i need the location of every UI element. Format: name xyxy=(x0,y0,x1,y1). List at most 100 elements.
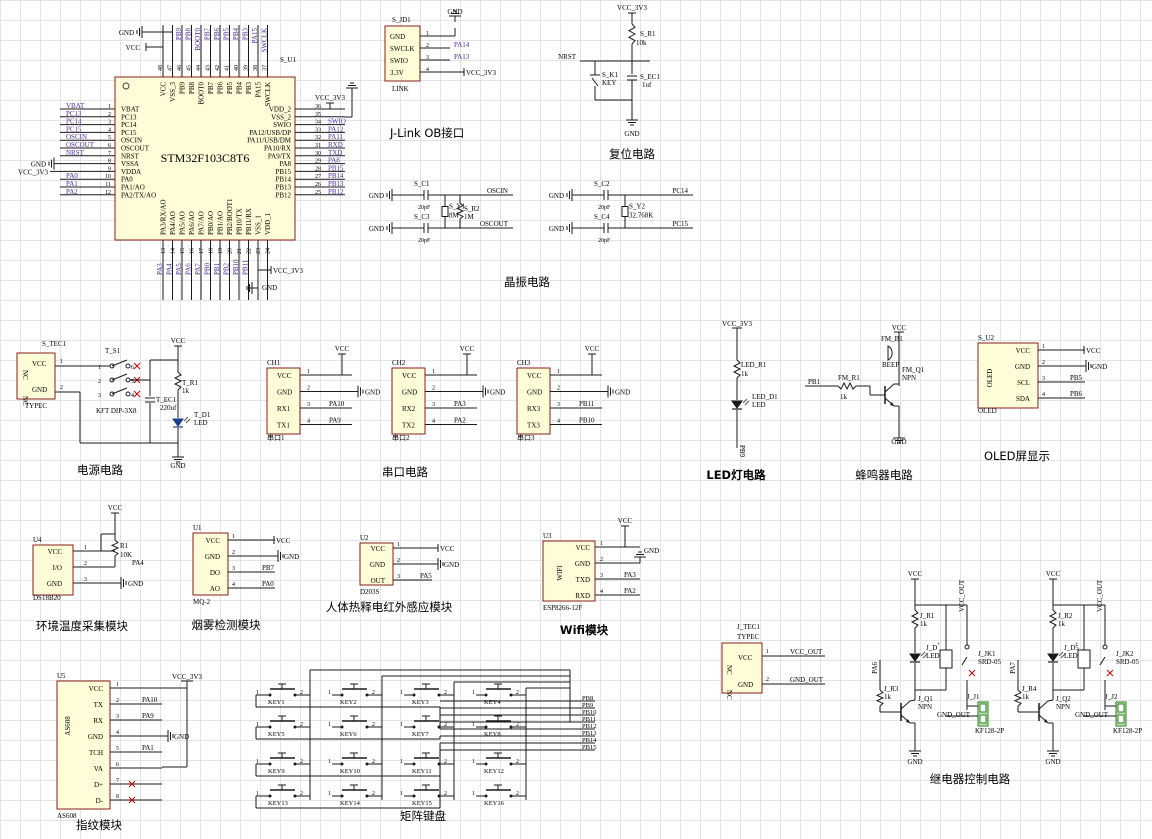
ground-symbol xyxy=(352,385,364,398)
label: U1 xyxy=(193,524,202,532)
pin-name: SWIO xyxy=(273,121,291,129)
label: T_EC1 xyxy=(156,396,177,404)
key-contact xyxy=(484,762,488,766)
label: GND xyxy=(1015,363,1030,371)
label: VCC_3V3 xyxy=(172,673,202,681)
label: VCC xyxy=(1016,347,1031,355)
ground-symbol xyxy=(602,385,614,398)
power-symbol: VCC xyxy=(335,345,350,360)
label: 1k xyxy=(884,693,892,701)
label: S_TEC1 xyxy=(42,340,67,348)
label: 4 xyxy=(432,419,435,425)
net-label: PC14 xyxy=(672,187,688,195)
smoke-caption: 烟雾检测模块 xyxy=(192,618,261,632)
pin-name: VCC xyxy=(402,372,417,380)
wire xyxy=(884,383,895,393)
resistor-zigzag xyxy=(627,23,637,45)
label: VCC xyxy=(440,545,455,553)
label: GND_OUT xyxy=(790,676,824,684)
key-contact xyxy=(293,794,297,798)
label: 2 xyxy=(557,386,560,392)
key-contact xyxy=(365,762,369,766)
label: SRD-05 xyxy=(1116,658,1139,666)
key-contact xyxy=(293,762,297,766)
crystal-symbol xyxy=(441,206,449,217)
label: GND xyxy=(575,560,590,568)
label: PB1 xyxy=(808,378,821,386)
led-symbol xyxy=(909,651,928,663)
ground-symbol xyxy=(246,282,258,294)
oled-caption: OLED屏显示 xyxy=(984,449,1050,463)
relay-contact xyxy=(1102,644,1108,650)
typec-out-body xyxy=(721,642,763,694)
switch-contact xyxy=(125,363,131,369)
net-label: PB12 xyxy=(582,723,596,730)
label: 2 xyxy=(232,550,235,556)
mcu-ref: S_U1 xyxy=(280,56,296,64)
pin-name: VCC xyxy=(160,82,168,97)
label: 1 xyxy=(328,690,331,696)
pin-name: PA12/USB/DP xyxy=(249,129,291,137)
net-label: PA8 xyxy=(328,157,340,165)
label: GND xyxy=(170,462,185,470)
label: 1k xyxy=(920,620,928,628)
label: OUT xyxy=(371,577,386,585)
label: GND xyxy=(284,553,299,561)
pin-number: 3 xyxy=(108,120,111,126)
label: PA7 xyxy=(1009,662,1017,674)
pin-number: 22 xyxy=(247,248,253,254)
label: 1 xyxy=(472,722,475,728)
label: VCC xyxy=(618,517,633,525)
label: 2 xyxy=(116,698,119,704)
pin-number: 30 xyxy=(315,151,321,157)
pin-name: PA6/AO xyxy=(188,211,196,235)
label: 8M xyxy=(449,212,460,220)
pin-number: 31 xyxy=(315,143,321,149)
label: KF128-2P xyxy=(1113,727,1142,735)
key-contact xyxy=(365,693,369,697)
label: S_C4 xyxy=(594,213,610,221)
label: 20pF xyxy=(598,205,611,211)
ground-symbol xyxy=(162,730,174,742)
label: 2 xyxy=(516,791,519,797)
pin-number: 16 xyxy=(190,248,196,254)
buzzer-symbol xyxy=(887,345,893,361)
pin-name: PA7/AO xyxy=(198,211,206,235)
label: NC xyxy=(21,370,29,380)
label: NPN xyxy=(1056,703,1070,711)
label: J_JK1 xyxy=(978,650,996,658)
resistor-zigzag xyxy=(173,371,183,391)
label: VCC xyxy=(1046,570,1061,578)
pin-name: PC13 xyxy=(121,113,137,121)
pin-name: VDD_1 xyxy=(264,212,272,235)
label: S_R2 xyxy=(464,205,480,213)
key-label: KEY10 xyxy=(340,768,360,775)
label: ESP8266-12F xyxy=(543,604,582,612)
label: GND xyxy=(31,161,46,169)
label: 3 xyxy=(600,573,603,579)
label: VCC xyxy=(32,360,47,368)
label: 1 xyxy=(328,759,331,765)
label: 4 xyxy=(131,393,134,399)
net-label: PA4 xyxy=(166,263,174,275)
wire xyxy=(128,780,136,788)
net-label: PA15 xyxy=(251,28,259,44)
net-label: PA2 xyxy=(624,587,636,595)
pin-number: 39 xyxy=(244,65,250,71)
pin-name: GND xyxy=(277,389,292,397)
label: VCC xyxy=(371,545,386,553)
wire xyxy=(591,77,599,87)
pin-number: 14 xyxy=(171,248,177,254)
key-label: KEY3 xyxy=(412,699,429,706)
net-label: PB9 xyxy=(582,702,593,709)
label: 10K xyxy=(120,551,132,559)
pin-number: 9 xyxy=(108,166,111,172)
key-contact xyxy=(509,762,513,766)
power-symbol: VCC xyxy=(460,345,475,360)
net-label: PB6 xyxy=(213,28,221,41)
net-label: PA0 xyxy=(262,580,274,588)
net-label: PB4 xyxy=(232,28,240,41)
